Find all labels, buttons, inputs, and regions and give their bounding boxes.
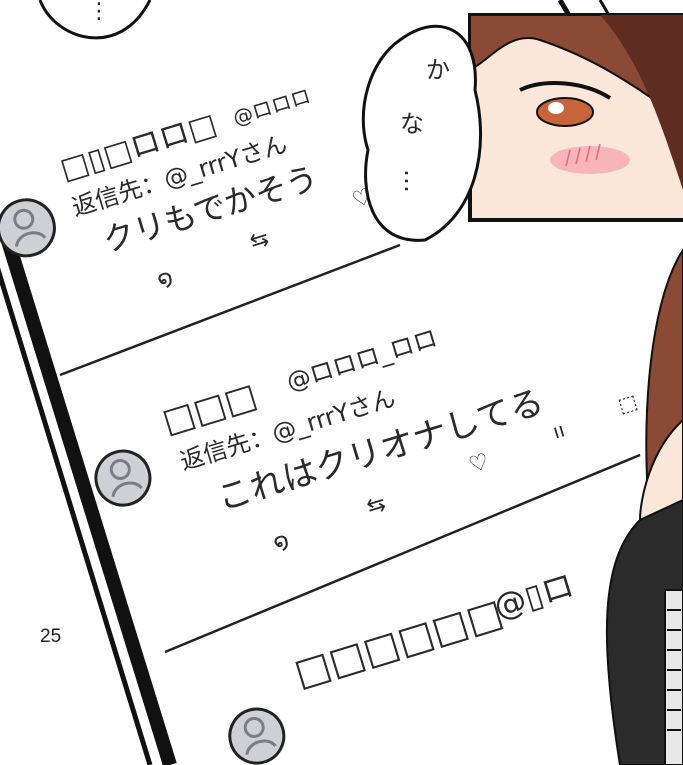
- reply-icon[interactable]: ໑: [270, 526, 293, 557]
- share-icon[interactable]: ⬚: [615, 389, 640, 417]
- post-dividers: [59, 243, 641, 654]
- post-3[interactable]: □□□□□□ @▯ロ: [210, 566, 596, 765]
- views-icon[interactable]: ıı: [550, 418, 568, 444]
- retweet-icon[interactable]: ⇆: [364, 491, 389, 520]
- avatar: [94, 449, 152, 507]
- speech-bubble-line-1: か: [426, 56, 450, 84]
- retweet-icon[interactable]: ⇆: [247, 226, 272, 255]
- speech-bubble-line-3: …: [399, 169, 427, 193]
- post-author-name: □□□□□□: [289, 590, 508, 695]
- reply-icon[interactable]: ໑: [154, 263, 177, 294]
- eye-lid: [519, 81, 612, 100]
- post-handle: @▯ロ: [489, 566, 578, 626]
- post-2[interactable]: □□□ @ロロロ_ロロ 返信先：@_rrrYさん これはクリオナしてる ໑ ⇆ …: [79, 269, 649, 601]
- speech-bubble: か な …: [361, 24, 482, 242]
- character-body: [605, 248, 683, 765]
- character-inset-panel: [468, 13, 683, 222]
- post-handle: @ロロロ_ロロ: [283, 324, 440, 396]
- ellipsis-fragment: ⋮: [88, 0, 110, 24]
- avatar: [228, 707, 286, 765]
- eye: [536, 97, 594, 127]
- page-number: 25: [40, 626, 62, 647]
- post-handle: @ロロロ: [230, 84, 314, 130]
- avatar: [0, 198, 56, 258]
- speech-bubble-line-2: な: [400, 110, 424, 138]
- post-1[interactable]: □▯□ロロ□ @ロロロ 返信先：@_rrrYさん クリもでかそう ໑ ⇆ ♡: [0, 69, 381, 334]
- like-icon[interactable]: ♡: [466, 449, 492, 479]
- blush: [550, 146, 630, 174]
